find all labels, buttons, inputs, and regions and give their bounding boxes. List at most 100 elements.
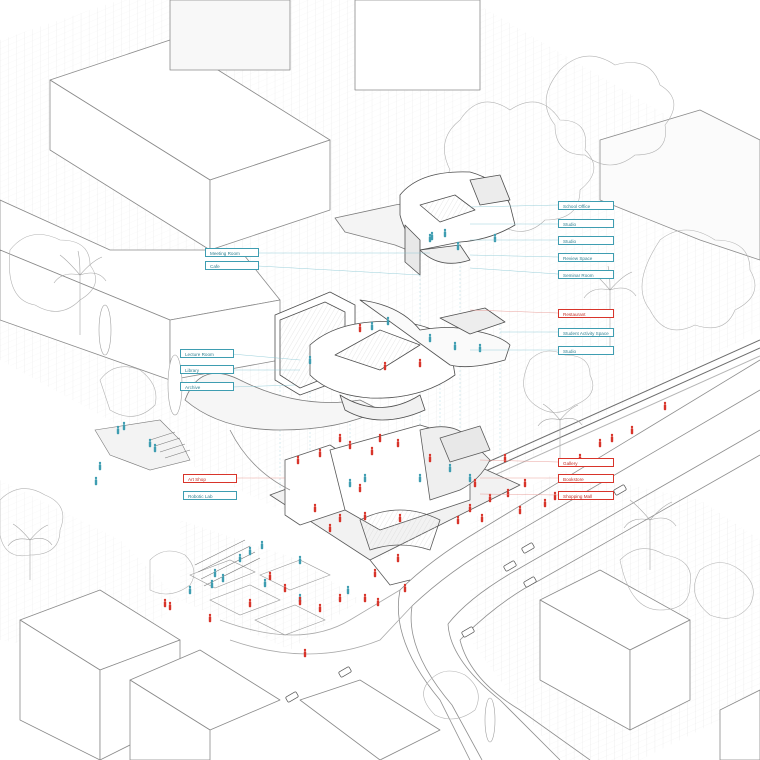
person-figure [260, 540, 264, 550]
person-figure [468, 503, 472, 513]
label-cafe: Cafe [205, 261, 259, 270]
label-school-office: School Office [558, 201, 614, 210]
person-figure [456, 515, 460, 525]
person-figure [480, 513, 484, 523]
person-figure [298, 596, 302, 606]
person-figure [208, 613, 212, 623]
label-art-shop: Art Shop [183, 474, 237, 483]
car [613, 484, 627, 496]
car [503, 560, 517, 572]
car [338, 666, 352, 678]
person-figure [443, 228, 447, 238]
label-seminar-room: Seminar Room [558, 270, 614, 279]
person-figure [398, 513, 402, 523]
person-figure [518, 505, 522, 515]
road [219, 359, 760, 760]
person-figure [553, 491, 557, 501]
person-figure [468, 473, 472, 483]
person-figure [338, 513, 342, 523]
leader-lines [231, 204, 559, 388]
person-figure [363, 593, 367, 603]
person-figure [370, 321, 374, 331]
people-figures [94, 228, 667, 658]
person-figure [396, 438, 400, 448]
person-figure [503, 453, 507, 463]
person-figure [263, 578, 267, 588]
person-figure [370, 446, 374, 456]
person-figure [318, 448, 322, 458]
person-figure [298, 555, 302, 565]
label-archive: Archive [180, 382, 234, 391]
label-studio-3: Studio [558, 346, 614, 355]
label-studio-1: Studio [558, 219, 614, 228]
person-figure [506, 488, 510, 498]
top-floor [334, 171, 516, 276]
person-figure [453, 341, 457, 351]
person-figure [403, 583, 407, 593]
person-figure [363, 473, 367, 483]
person-figure [338, 593, 342, 603]
label-robotic-lab: Robotic Lab [183, 491, 237, 500]
person-figure [473, 478, 477, 488]
person-figure [318, 603, 322, 613]
label-studio-2: Studio [558, 236, 614, 245]
person-figure [663, 401, 667, 411]
person-figure [308, 355, 312, 365]
person-figure [268, 571, 272, 581]
car [523, 576, 537, 588]
person-figure [122, 421, 126, 431]
label-lecture-room: Lecture Room [180, 349, 234, 358]
person-figure [98, 461, 102, 471]
person-figure [598, 438, 602, 448]
palm-trees [7, 250, 677, 580]
person-figure [94, 476, 98, 486]
person-figure [386, 316, 390, 326]
label-restaurant: Restaurant [558, 309, 614, 318]
person-figure [430, 231, 434, 241]
person-figure [378, 433, 382, 443]
person-figure [448, 463, 452, 473]
label-library: Library [180, 365, 234, 374]
person-figure [338, 433, 342, 443]
label-review-space: Review Space [558, 253, 614, 262]
person-figure [543, 498, 547, 508]
person-figure [116, 425, 120, 435]
car [521, 542, 535, 554]
person-figure [221, 573, 225, 583]
person-figure [348, 440, 352, 450]
person-figure [428, 453, 432, 463]
person-figure [428, 233, 432, 243]
person-figure [248, 546, 252, 556]
plaza-squares [189, 559, 331, 636]
person-figure [363, 511, 367, 521]
person-figure [238, 553, 242, 563]
person-figure [488, 493, 492, 503]
person-figure [346, 585, 350, 595]
person-figure [630, 425, 634, 435]
leader-lines-red [237, 309, 559, 496]
cypress-trees [98, 304, 496, 743]
person-figure [296, 455, 300, 465]
person-figure [396, 553, 400, 563]
person-figure [163, 598, 167, 608]
cars [285, 484, 627, 703]
person-figure [213, 568, 217, 578]
label-shopping-mall: Shopping Mall [558, 491, 614, 500]
label-student-activity-space: Student Activity Space [558, 328, 614, 337]
ground-floor [229, 424, 521, 586]
person-figure [493, 233, 497, 243]
car [461, 626, 475, 638]
person-figure [478, 343, 482, 353]
label-meeting-room: Meeting Room [205, 248, 259, 257]
person-figure [210, 579, 214, 589]
person-figure [358, 323, 362, 333]
person-figure [148, 438, 152, 448]
person-figure [418, 473, 422, 483]
person-figure [376, 597, 380, 607]
elevated-track [469, 339, 760, 487]
person-figure [153, 443, 157, 453]
person-figure [248, 598, 252, 608]
